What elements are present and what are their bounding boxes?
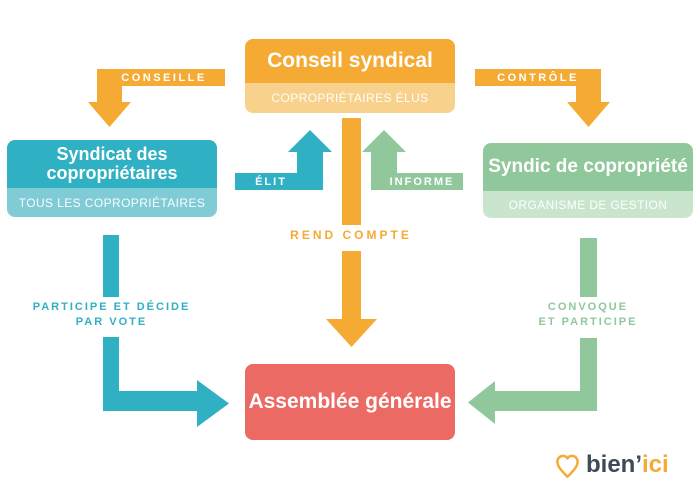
node-assemblee-generale: Assemblée générale	[245, 364, 455, 440]
convoque-arrow	[468, 238, 597, 424]
syndicat-subtitle: TOUS LES COPROPRIÉTAIRES	[7, 188, 217, 217]
logo-text-ici: ici	[642, 451, 669, 478]
elit-arrow	[235, 130, 332, 190]
conseille-arrow-label: CONSEILLE	[121, 71, 207, 84]
logo-text-bien: bien’	[586, 451, 643, 478]
syndic-title: Syndic de copropriété	[483, 143, 693, 191]
heart-pin-icon	[556, 454, 579, 478]
logo-wordmark: bien’ici	[586, 450, 669, 480]
node-syndic-copropriete: Syndic de copropriété ORGANISME DE GESTI…	[483, 143, 693, 218]
participe-arrow	[103, 235, 229, 427]
convoque-arrow-label: CONVOQUE ET PARTICIPE	[538, 301, 638, 328]
participe-arrow-label: PARTICIPE ET DÉCIDE PAR VOTE	[32, 301, 191, 328]
controle-arrow-label: CONTRÔLE	[497, 71, 579, 84]
rend-compte-arrow-label: REND COMPTE	[290, 228, 412, 242]
informe-arrow	[362, 130, 463, 190]
node-conseil-syndical: Conseil syndical COPROPRIÉTAIRES ÉLUS	[245, 39, 455, 113]
syndicat-title: Syndicat des copropriétaires	[7, 140, 217, 188]
conseille-arrow	[88, 69, 225, 127]
conseil-title: Conseil syndical	[245, 39, 455, 83]
rend-compte-arrow	[326, 118, 377, 347]
assemblee-title: Assemblée générale	[245, 364, 455, 440]
syndic-subtitle: ORGANISME DE GESTION	[483, 191, 693, 218]
conseil-subtitle: COPROPRIÉTAIRES ÉLUS	[245, 83, 455, 113]
elit-arrow-label: ÉLIT	[255, 175, 287, 188]
informe-arrow-label: INFORME	[389, 175, 455, 188]
node-syndicat-coproprietaires: Syndicat des copropriétaires TOUS LES CO…	[7, 140, 217, 217]
controle-arrow	[475, 69, 610, 127]
bienici-logo: bien’ici	[554, 450, 669, 480]
